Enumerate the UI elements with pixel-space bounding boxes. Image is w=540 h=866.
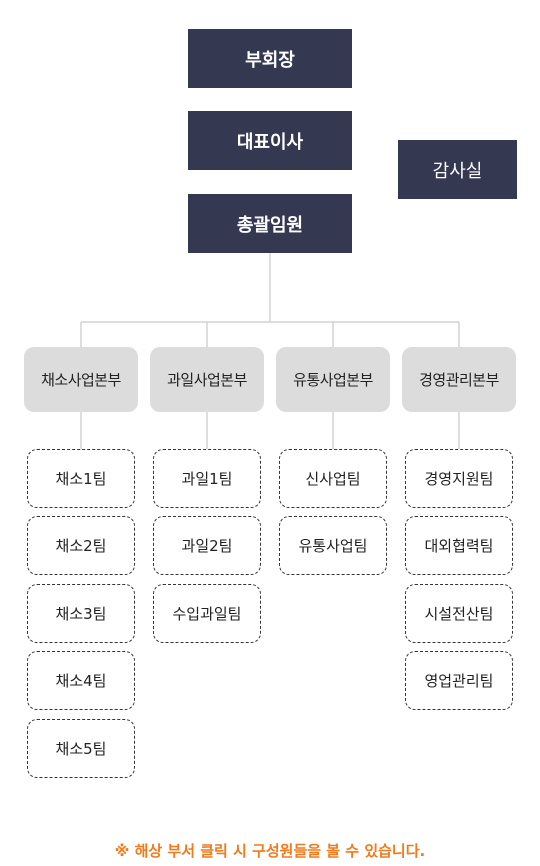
- team-vegetable-3[interactable]: 채소3팀: [27, 584, 135, 643]
- audit-office-box[interactable]: 감사실: [398, 140, 517, 199]
- team-fruit-2[interactable]: 과일2팀: [153, 516, 261, 575]
- ceo-box[interactable]: 대표이사: [188, 111, 352, 170]
- vice-chairman-box[interactable]: 부회장: [188, 29, 352, 88]
- division-fruit[interactable]: 과일사업본부: [150, 347, 264, 412]
- team-sales-management[interactable]: 영업관리팀: [405, 651, 513, 710]
- team-import-fruit[interactable]: 수입과일팀: [153, 584, 261, 643]
- team-fruit-1[interactable]: 과일1팀: [153, 449, 261, 508]
- team-vegetable-4[interactable]: 채소4팀: [27, 651, 135, 710]
- division-vegetable[interactable]: 채소사업본부: [24, 347, 138, 412]
- division-distribution[interactable]: 유통사업본부: [276, 347, 390, 412]
- team-vegetable-5[interactable]: 채소5팀: [27, 719, 135, 778]
- team-management-support[interactable]: 경영지원팀: [405, 449, 513, 508]
- team-distribution-business[interactable]: 유통사업팀: [279, 516, 387, 575]
- division-management[interactable]: 경영관리본부: [402, 347, 516, 412]
- team-new-business[interactable]: 신사업팀: [279, 449, 387, 508]
- click-notice: ※ 해상 부서 클릭 시 구성원들을 볼 수 있습니다.: [114, 842, 426, 860]
- general-executive-box[interactable]: 총괄임원: [188, 194, 352, 253]
- team-external-cooperation[interactable]: 대외협력팀: [405, 516, 513, 575]
- team-facility-it[interactable]: 시설전산팀: [405, 584, 513, 643]
- team-vegetable-1[interactable]: 채소1팀: [27, 449, 135, 508]
- team-vegetable-2[interactable]: 채소2팀: [27, 516, 135, 575]
